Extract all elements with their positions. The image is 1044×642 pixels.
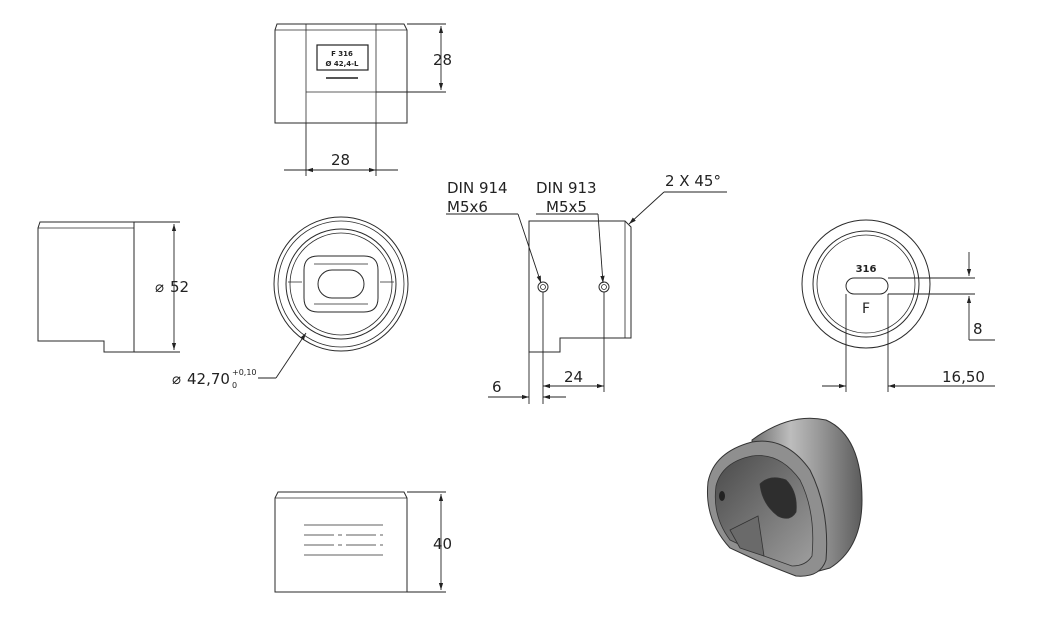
diameter-symbol: ⌀ [155,278,164,296]
chamfer-note: 2 X 45° [665,172,721,190]
bottom-view: 40 [274,491,452,593]
dim-front-bore: 42,70 [187,370,230,388]
engraving-line-1: F 316 [331,50,353,58]
dim-offset-24: 24 [564,368,583,386]
bore-tol-upper: +0,10 [232,368,257,377]
engraving-line-2: Ø 42,4-L [325,60,359,68]
top-engraving-label: F 316 Ø 42,4-L [316,44,369,79]
isometric-render [706,417,863,577]
screw1-std: DIN 914 [447,179,508,197]
left-side-view: ⌀ 52 [37,221,189,353]
dim-top-width: 28 [331,151,350,169]
dim-right-8: 8 [973,320,983,338]
dim-offset-6: 6 [492,378,502,396]
right-engraving-number: 316 [856,264,877,275]
screw1-size: M5x6 [447,198,488,216]
top-view: F 316 Ø 42,4-L 28 28 [274,23,452,176]
screw2-std: DIN 913 [536,179,597,197]
dim-side-diameter: 52 [170,278,189,296]
screw2-size: M5x5 [546,198,587,216]
right-engraving-letter: F [862,301,870,317]
bore-diameter-symbol: ⌀ [172,370,181,388]
right-end-view: 316 F 8 16,50 [801,219,995,392]
screw-side-view: DIN 914 M5x6 DIN 913 M5x5 2 X 45° 6 24 [446,172,727,404]
bore-tol-lower: 0 [232,381,237,390]
dim-right-16: 16,50 [942,368,985,386]
dim-top-height: 28 [433,51,452,69]
front-view: ⌀ 42,70 +0,10 0 [172,216,409,390]
dim-bottom-40: 40 [433,535,452,553]
